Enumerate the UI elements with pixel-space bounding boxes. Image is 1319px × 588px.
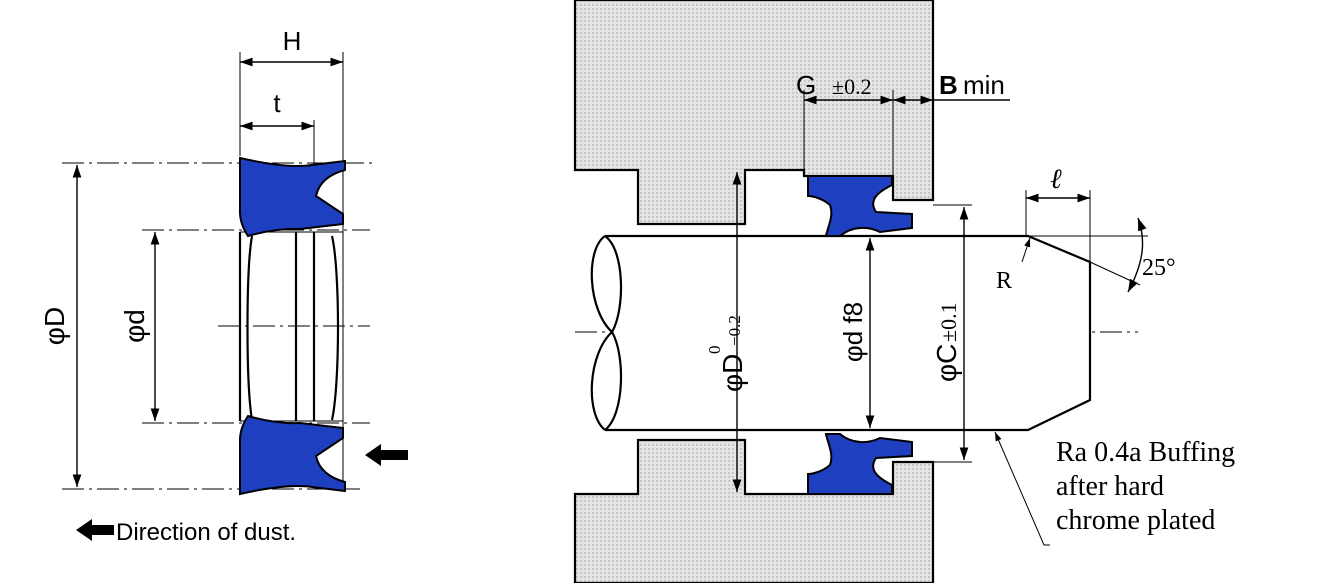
- label-b: B: [939, 70, 958, 100]
- label-c-tolerance: ±0.1: [936, 302, 961, 342]
- label-b-min: min: [963, 70, 1005, 100]
- radius-leader: [1021, 237, 1031, 263]
- label-phi-d-f8: φd f8: [838, 302, 868, 362]
- seal-bore-curve-right: [330, 235, 340, 421]
- label-r: R: [996, 268, 1012, 294]
- upper-seal-installed: [807, 175, 913, 237]
- legend: Direction of dust.: [76, 519, 296, 546]
- label-groove-diameter: φD 0 −0.2: [705, 315, 748, 392]
- label-h: H: [283, 26, 302, 56]
- label-c-group: φC ±0.1: [931, 302, 962, 382]
- seal-bore-curve-left: [246, 235, 254, 421]
- legend-text: Direction of dust.: [116, 519, 296, 546]
- housing-lower: [573, 438, 935, 585]
- label-t: t: [273, 88, 281, 118]
- label-d-tol-upper: 0: [705, 346, 724, 355]
- dust-direction-arrow-icon: [365, 444, 408, 466]
- label-g: G: [796, 70, 816, 100]
- angle-arc: [1127, 217, 1147, 293]
- rod-break-right: [604, 235, 623, 431]
- piston-rod: [605, 234, 1092, 432]
- label-phi-d-outer: φD: [39, 307, 70, 345]
- note-leader: [994, 431, 1050, 546]
- lower-seal-lip: [239, 414, 346, 496]
- arrow-left-icon: [76, 519, 114, 541]
- label-angle: 25°: [1142, 255, 1176, 281]
- note-line-1: Ra 0.4a Buffing: [1056, 437, 1235, 468]
- label-g-tolerance: ±0.2: [832, 74, 872, 99]
- note-line-2: after hard: [1056, 471, 1164, 502]
- lower-seal-installed: [807, 433, 913, 495]
- label-phi-d-groove: φD: [717, 354, 748, 392]
- label-d-tol-lower: −0.2: [725, 315, 744, 346]
- note-line-3: chrome plated: [1056, 505, 1215, 536]
- label-phi-d-inner: φd: [119, 309, 150, 343]
- upper-seal-lip: [239, 156, 346, 238]
- label-phi-c: φC: [931, 344, 962, 382]
- label-l: ℓ: [1050, 164, 1062, 195]
- right-installation-view: G ±0.2 B min φD 0 −0.2 φd f8 φC ±0.1 ℓ 2…: [573, 0, 1235, 585]
- left-seal-section-view: H t φD φd: [39, 26, 408, 496]
